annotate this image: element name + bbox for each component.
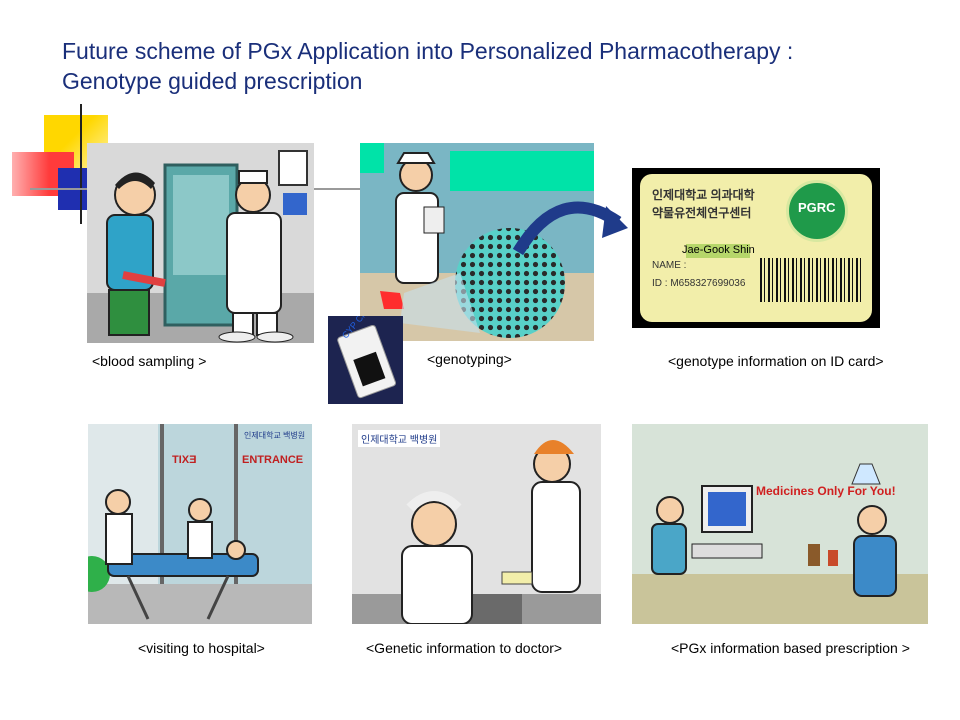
deco-vertical-line — [80, 104, 82, 224]
card-id-line: ID : M658327699036 — [652, 278, 746, 289]
genetic-info-illustration — [352, 424, 601, 624]
cyp-chip-inset: CYP Chip — [328, 316, 403, 404]
blood-sampling-illustration — [87, 143, 314, 343]
curved-arrow-icon — [512, 201, 628, 256]
title-line-2: Genotype guided prescription — [62, 68, 363, 94]
genotyping-illustration — [360, 143, 594, 341]
card-logo-text: PGRC — [798, 200, 836, 215]
caption-id-card: <genotype information on ID card> — [668, 353, 884, 369]
exit-sign: EXIT — [172, 454, 197, 466]
caption-visiting: <visiting to hospital> — [138, 640, 265, 656]
caption-genotyping: <genotyping> — [427, 351, 512, 367]
caption-genetic-info: <Genetic information to doctor> — [366, 640, 563, 656]
panel-genetic-info: 인제대학교 백병원 — [352, 424, 601, 624]
panel-genotyping — [360, 143, 594, 341]
caption-prescription: <PGx information based prescription > — [671, 640, 910, 656]
pgrc-logo-icon — [786, 180, 848, 242]
card-korean-line-1: 인제대학교 의과대학 — [652, 188, 755, 202]
slide-title: Future scheme of PGx Application into Pe… — [62, 36, 793, 96]
medicines-banner: Medicines Only For You! — [756, 484, 896, 498]
panel-prescription: Medicines Only For You! — [632, 424, 928, 624]
caption-blood-sampling: <blood sampling > — [92, 353, 207, 369]
card-name-highlight — [686, 244, 750, 258]
card-name-value: Jae-Gook Shin — [682, 244, 755, 256]
barcode-icon — [760, 258, 864, 302]
card-name-label: NAME : — [652, 260, 687, 271]
id-card: 인제대학교 의과대학 약물유전체연구센터 PGRC Jae-Gook Shin … — [640, 174, 872, 322]
hospital-sign: 인제대학교 백병원 — [244, 431, 306, 440]
panel-visiting: EXIT ENTRANCE 인제대학교 백병원 — [88, 424, 312, 624]
hospital-sign-2: 인제대학교 백병원 — [358, 430, 441, 447]
prescription-illustration — [632, 424, 928, 624]
card-korean-line-2: 약물유전체연구센터 — [652, 206, 752, 220]
cyp-chip-illustration — [328, 316, 403, 404]
panel-id-card: 인제대학교 의과대학 약물유전체연구센터 PGRC Jae-Gook Shin … — [632, 168, 880, 328]
title-line-1: Future scheme of PGx Application into Pe… — [62, 38, 794, 64]
panel-blood-sampling — [87, 143, 314, 343]
visiting-illustration — [88, 424, 312, 624]
entrance-sign: ENTRANCE — [242, 454, 304, 466]
